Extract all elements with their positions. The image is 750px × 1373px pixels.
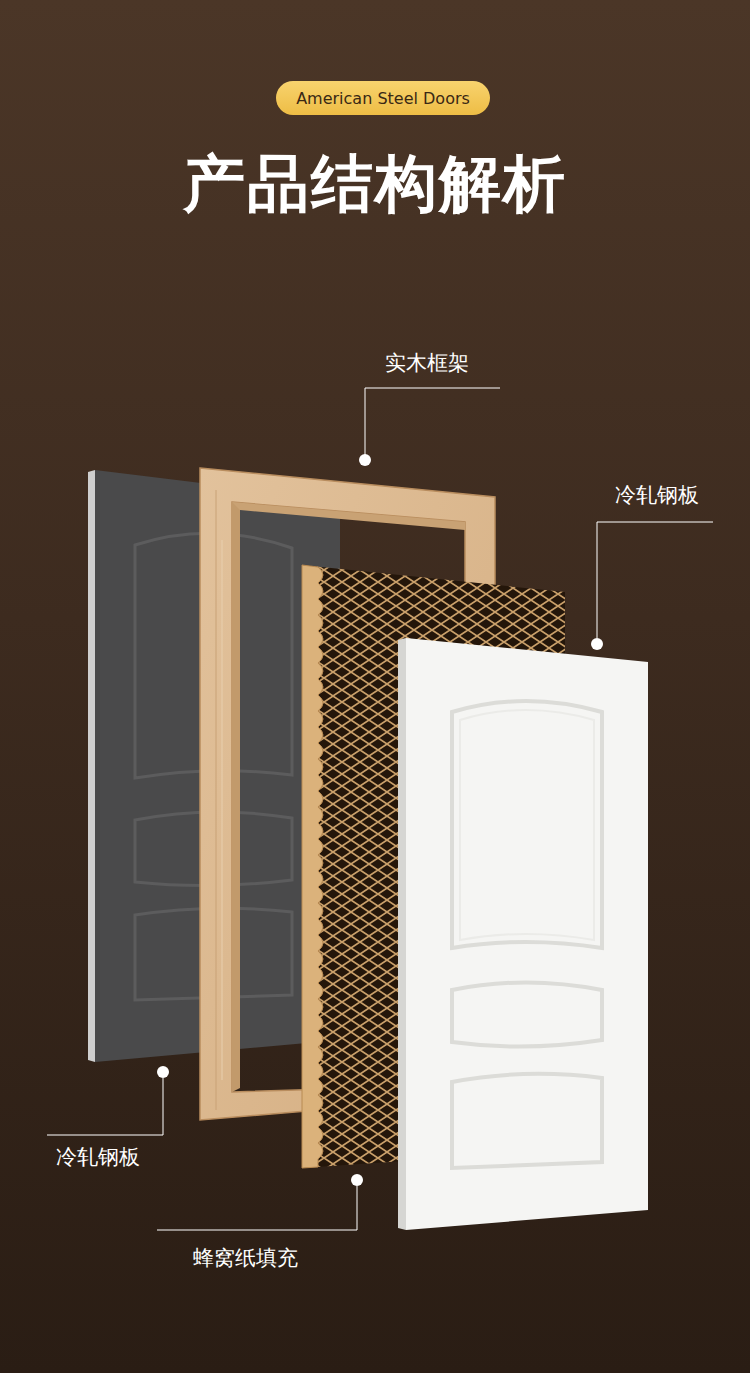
leader-dot bbox=[157, 1066, 169, 1078]
wood-grain bbox=[216, 490, 217, 1110]
panel-outline bbox=[460, 710, 594, 940]
badge-text: American Steel Doors bbox=[296, 89, 470, 108]
panel-outline bbox=[452, 983, 602, 1047]
leader-dot bbox=[351, 1174, 363, 1186]
part-label: 冷轧钢板 bbox=[56, 1143, 140, 1171]
leader-line bbox=[157, 1186, 357, 1230]
leader-dot bbox=[591, 638, 603, 650]
wood-grain bbox=[222, 540, 223, 1080]
page-title: 产品结构解析 bbox=[0, 142, 750, 226]
leader-lines bbox=[47, 388, 713, 1230]
panel-outline bbox=[452, 1074, 602, 1168]
sheet-face bbox=[406, 638, 648, 1230]
honeycomb-edge bbox=[302, 565, 323, 1168]
part-label: 实木框架 bbox=[385, 349, 469, 377]
sheet-edge bbox=[398, 638, 406, 1230]
panel-outline bbox=[452, 701, 602, 948]
leader-dot bbox=[359, 454, 371, 466]
leader-line bbox=[47, 1078, 163, 1135]
frame-inner-side bbox=[232, 502, 240, 1092]
part-label: 冷轧钢板 bbox=[615, 481, 699, 509]
leader-line bbox=[597, 522, 713, 638]
front-steel-sheet bbox=[398, 638, 648, 1230]
leader-line bbox=[365, 388, 500, 455]
part-label: 蜂窝纸填充 bbox=[193, 1244, 298, 1272]
badge-pill: American Steel Doors bbox=[276, 81, 490, 115]
frame-inner-side bbox=[232, 502, 465, 530]
sheet-edge bbox=[88, 470, 95, 1062]
